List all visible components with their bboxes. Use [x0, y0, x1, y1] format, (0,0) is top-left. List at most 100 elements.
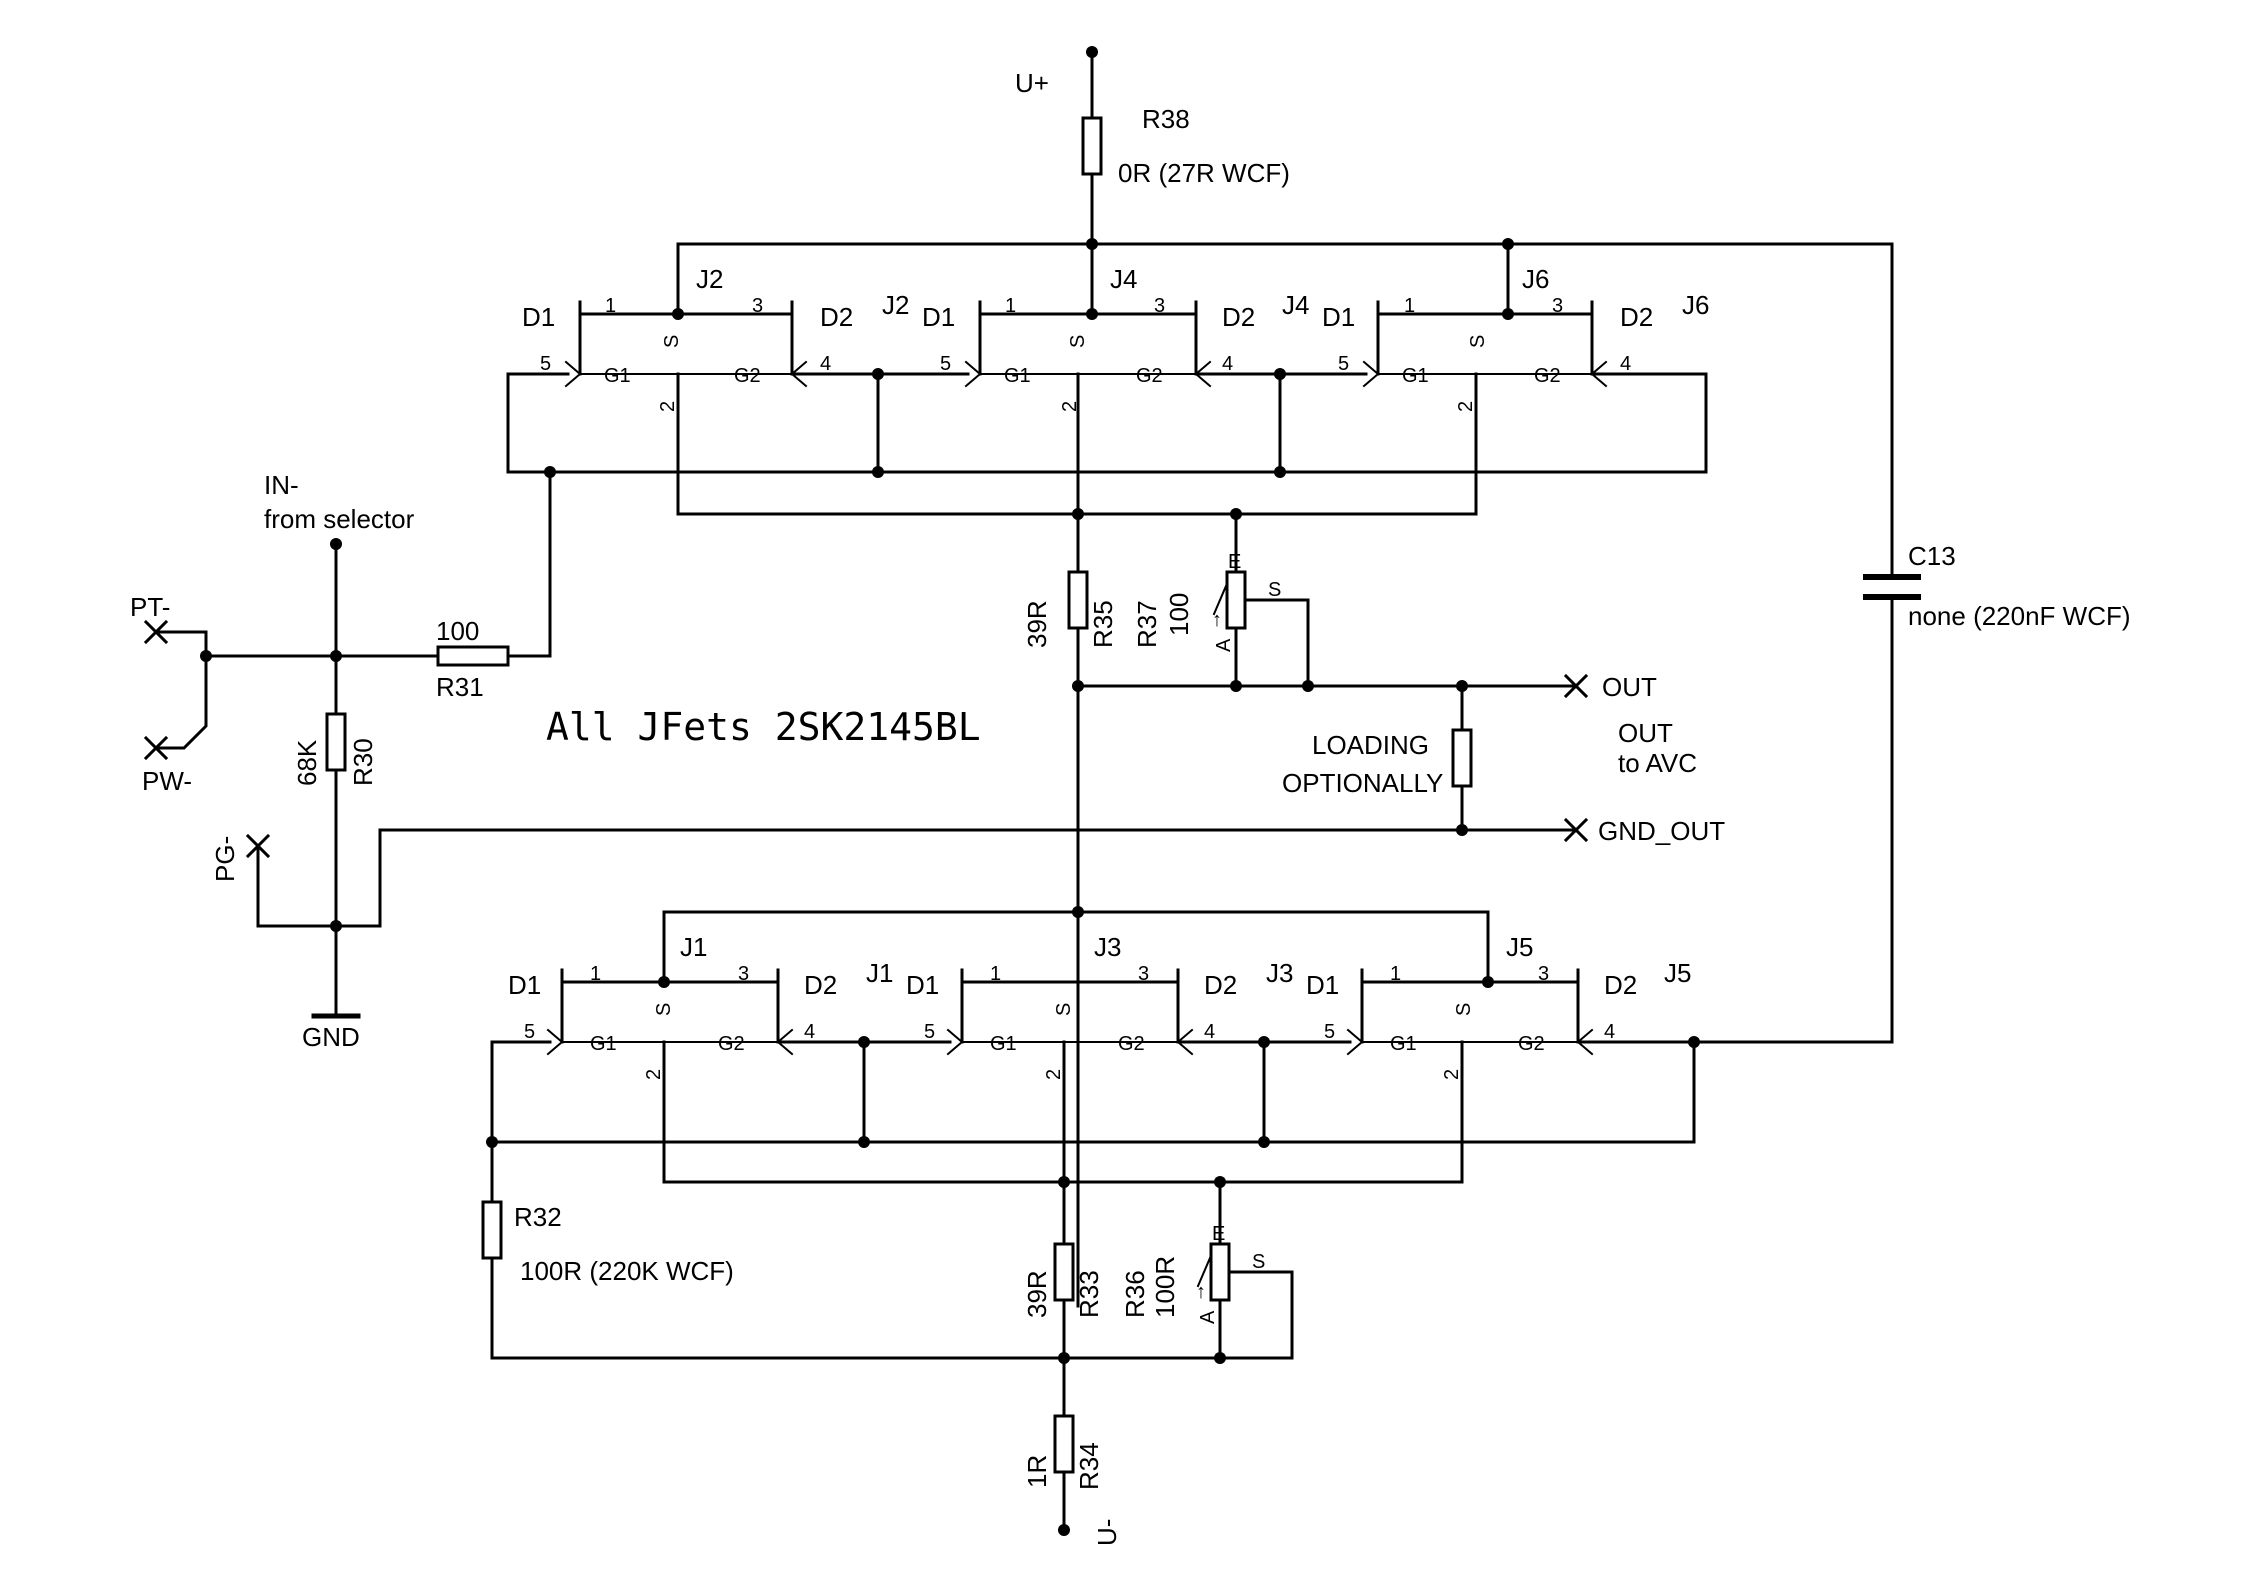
j4-g1: G1: [1004, 365, 1031, 387]
j2-pin3: 3: [752, 295, 763, 317]
j6-g2: G2: [1534, 365, 1561, 387]
j3-pin5: 5: [924, 1021, 935, 1043]
jfet-j1: J1 J1 D1 D2 1 3 5 4 G1 G2 S 2: [490, 932, 893, 1184]
j2-g1: G1: [604, 365, 631, 387]
loading-line2: OPTIONALLY: [1282, 768, 1443, 798]
j3-pin1: 1: [990, 963, 1001, 985]
r31-ref: R31: [436, 672, 484, 702]
j2-g2: G2: [734, 365, 761, 387]
j3-pin3: 3: [1138, 963, 1149, 985]
j6-g1: G1: [1402, 365, 1429, 387]
j4-g2: G2: [1136, 365, 1163, 387]
gnd-out-label: GND_OUT: [1598, 816, 1725, 846]
j4-ref-b: J4: [1282, 290, 1309, 320]
r37-arrow-icon: ↑: [1212, 609, 1222, 631]
j1-ref-b: J1: [866, 958, 893, 988]
j5-g2: G2: [1518, 1033, 1545, 1055]
loading-line1: LOADING: [1312, 730, 1429, 760]
r30-value: 68K: [292, 739, 322, 786]
j2-d2: D2: [820, 302, 853, 332]
r31-value: 100: [436, 616, 479, 646]
title-text: All JFets 2SK2145BL: [546, 705, 981, 749]
r37-pin-s: S: [1268, 579, 1281, 601]
j6-d1: D1: [1322, 302, 1355, 332]
potentiometer-r36: R36 100R E S A ↑: [1120, 1223, 1294, 1360]
j3-g2: G2: [1118, 1033, 1145, 1055]
r38-value: 0R (27R WCF): [1118, 158, 1290, 188]
j4-d1: D1: [922, 302, 955, 332]
j1-pin4: 4: [804, 1021, 815, 1043]
input-label-2: from selector: [264, 504, 415, 534]
j1-pin2: 2: [643, 1069, 665, 1080]
r35-value: 39R: [1022, 600, 1052, 648]
j1-d1: D1: [508, 970, 541, 1000]
j4-pin3: 3: [1154, 295, 1165, 317]
r36-pin-e: E: [1212, 1223, 1225, 1245]
j5-pin4: 4: [1604, 1021, 1615, 1043]
out-label: OUT: [1602, 672, 1657, 702]
j3-pin2: 2: [1043, 1069, 1065, 1080]
input-label-1: IN-: [264, 470, 299, 500]
j1-d2: D2: [804, 970, 837, 1000]
j2-d1: D1: [522, 302, 555, 332]
resistor-r31: 100 R31: [436, 616, 510, 702]
j4-pin4: 4: [1222, 353, 1233, 375]
pt-terminal: PT-: [130, 592, 170, 645]
r37-value: 100: [1164, 593, 1194, 636]
j5-ref-b: J5: [1664, 958, 1691, 988]
j5-pin5: 5: [1324, 1021, 1335, 1043]
j6-s: S: [1467, 335, 1489, 348]
j2-s: S: [661, 335, 683, 348]
j3-ref-b: J3: [1266, 958, 1293, 988]
j5-pin1: 1: [1390, 963, 1401, 985]
r35-ref: R35: [1088, 600, 1118, 648]
r37-pin-e: E: [1228, 551, 1241, 573]
pg-terminal: PG-: [210, 833, 271, 882]
j3-pin4: 4: [1204, 1021, 1215, 1043]
j2-ref-b: J2: [882, 290, 909, 320]
j4-pin1: 1: [1005, 295, 1016, 317]
j3-d1: D1: [906, 970, 939, 1000]
gnd-label: GND: [302, 1022, 360, 1052]
j2-pin1: 1: [605, 295, 616, 317]
j3-ref-a: J3: [1094, 932, 1121, 962]
j6-pin1: 1: [1404, 295, 1415, 317]
j2-pin5: 5: [540, 353, 551, 375]
j4-d2: D2: [1222, 302, 1255, 332]
jfet-j3: J3 J3 D1 D2 1 3 5 4 G1 G2 S 2: [862, 932, 1293, 1184]
j6-ref-b: J6: [1682, 290, 1709, 320]
j5-ref-a: J5: [1506, 932, 1533, 962]
jfet-j2: J2 J2 D1 D2 1 3 5 4 G1 G2 S 2: [506, 264, 909, 516]
resistor-r32: R32 100R (220K WCF): [481, 1200, 734, 1286]
j6-pin3: 3: [1552, 295, 1563, 317]
j5-s: S: [1453, 1003, 1475, 1016]
r33-ref: R33: [1074, 1270, 1104, 1318]
r37-pin-a: A: [1213, 638, 1235, 652]
diagram-title: All JFets 2SK2145BL: [546, 705, 981, 749]
ground-symbol: GND: [302, 1013, 361, 1052]
pt-label: PT-: [130, 592, 170, 622]
j1-ref-a: J1: [680, 932, 707, 962]
j6-pin5: 5: [1338, 353, 1349, 375]
resistor-r35: 39R R35: [1022, 570, 1118, 648]
j1-g1: G1: [590, 1033, 617, 1055]
j4-pin5: 5: [940, 353, 951, 375]
potentiometer-r37: R37 100 E S A ↑: [1132, 551, 1310, 688]
resistor-r30: 68K R30: [292, 712, 378, 786]
supply-positive: U+: [1015, 46, 1098, 120]
pw-label: PW-: [142, 766, 192, 796]
j1-pin3: 3: [738, 963, 749, 985]
j5-pin3: 3: [1538, 963, 1549, 985]
j1-pin5: 5: [524, 1021, 535, 1043]
j2-pin2: 2: [657, 401, 679, 412]
c13-ref: C13: [1908, 541, 1956, 571]
j1-g2: G2: [718, 1033, 745, 1055]
j6-pin4: 4: [1620, 353, 1631, 375]
resistor-r38: R38 0R (27R WCF): [1081, 104, 1290, 246]
r36-ref: R36: [1120, 1270, 1150, 1318]
out-desc-2: to AVC: [1618, 748, 1697, 778]
capacitor-c13: C13 none (220nF WCF): [1863, 541, 2131, 631]
r32-ref: R32: [514, 1202, 562, 1232]
r36-pin-a: A: [1197, 1310, 1219, 1324]
jfet-j6: J6 J6 D1 D2 1 3 5 4 G1 G2 S 2: [1278, 264, 1709, 516]
